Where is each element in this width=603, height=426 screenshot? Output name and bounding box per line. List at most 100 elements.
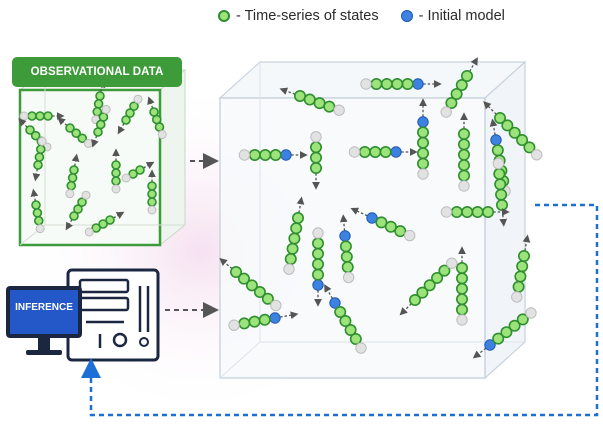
model-legend-icon	[400, 10, 413, 22]
state-chain	[311, 227, 324, 307]
faded-state-node	[147, 205, 157, 215]
faded-state-node	[531, 149, 543, 161]
state-node	[237, 272, 250, 285]
model-cube	[218, 57, 543, 380]
state-chain	[324, 284, 367, 354]
state-node	[445, 97, 458, 110]
faded-state-node	[19, 111, 29, 121]
state-chain	[219, 257, 282, 312]
state-node	[35, 144, 46, 155]
faded-state-node	[121, 173, 131, 183]
state-node	[77, 133, 88, 144]
initial-model-node	[417, 116, 429, 128]
state-chain	[350, 207, 416, 242]
state-node	[269, 149, 282, 162]
state-node	[495, 199, 508, 212]
state-chain	[457, 112, 470, 192]
state-node	[98, 112, 109, 122]
faded-state-node	[348, 146, 361, 158]
state-node	[438, 264, 451, 277]
feedback-loop-line	[81, 203, 599, 417]
state-node	[311, 258, 324, 271]
state-node	[33, 160, 43, 170]
state-node	[495, 188, 508, 201]
state-chain	[309, 131, 322, 190]
state-node	[105, 215, 115, 225]
state-node	[311, 237, 324, 250]
faded-state-node	[133, 94, 143, 104]
state-chain	[483, 101, 543, 161]
state-node	[67, 173, 78, 183]
state-node	[25, 125, 35, 135]
state-chain	[117, 94, 143, 135]
faded-state-node	[333, 104, 345, 116]
state-node	[248, 149, 261, 162]
state-node	[450, 88, 463, 101]
state-node	[313, 97, 326, 110]
state-chain	[440, 206, 510, 219]
state-node	[457, 169, 470, 182]
initial-model-node	[312, 279, 324, 291]
faded-state-node	[355, 342, 367, 354]
state-chain	[238, 149, 308, 162]
state-node	[491, 144, 504, 157]
state-node	[416, 147, 429, 160]
state-node	[512, 280, 525, 293]
state-node	[457, 148, 470, 161]
faded-state-node	[101, 104, 111, 114]
faded-state-node	[511, 291, 523, 303]
faded-state-node	[404, 229, 416, 242]
state-node	[258, 313, 271, 326]
state-node	[370, 78, 383, 91]
faded-state-node	[440, 106, 452, 118]
direction-arrow	[57, 117, 68, 126]
state-node	[455, 293, 468, 306]
faded-state-node	[525, 307, 537, 319]
state-node	[69, 211, 79, 221]
state-node	[455, 303, 468, 316]
direction-arrow	[147, 96, 155, 109]
direction-arrow	[489, 118, 498, 135]
direction-arrow	[117, 123, 125, 135]
state-chain	[84, 211, 125, 237]
state-node	[66, 180, 77, 191]
state-node	[516, 260, 529, 273]
state-node	[455, 282, 468, 295]
state-node	[358, 146, 371, 159]
state-node	[517, 250, 530, 263]
direction-arrow	[30, 188, 39, 202]
state-node	[455, 261, 468, 274]
faded-state-node	[157, 130, 167, 140]
state-node	[311, 247, 324, 260]
faded-state-node	[270, 299, 282, 312]
state-node	[380, 78, 393, 91]
initial-model-node	[412, 78, 424, 90]
state-node	[311, 268, 324, 281]
direction-arrow	[279, 87, 296, 95]
direction-arrow	[472, 347, 487, 359]
initial-model-node	[490, 134, 502, 146]
state-node	[284, 252, 297, 265]
state-node	[121, 115, 131, 125]
state-node	[340, 250, 353, 263]
state-node	[501, 119, 514, 132]
faded-state-node	[360, 78, 372, 90]
state-node	[323, 100, 336, 113]
state-node	[339, 240, 352, 253]
faded-state-node	[111, 184, 121, 194]
state-node	[493, 167, 506, 180]
state-node	[71, 128, 81, 138]
state-node	[230, 265, 243, 278]
state-node	[500, 326, 513, 339]
observational-data-title: OBSERVATIONAL DATA	[12, 57, 182, 87]
state-node	[514, 270, 527, 283]
faded-state-node	[238, 149, 251, 161]
faded-state-node	[440, 206, 453, 218]
faded-state-node	[228, 319, 240, 331]
state-chain	[121, 161, 155, 183]
direction-arrow	[324, 284, 333, 299]
state-node	[69, 165, 79, 175]
state-node	[135, 165, 145, 175]
state-chain	[228, 311, 299, 331]
